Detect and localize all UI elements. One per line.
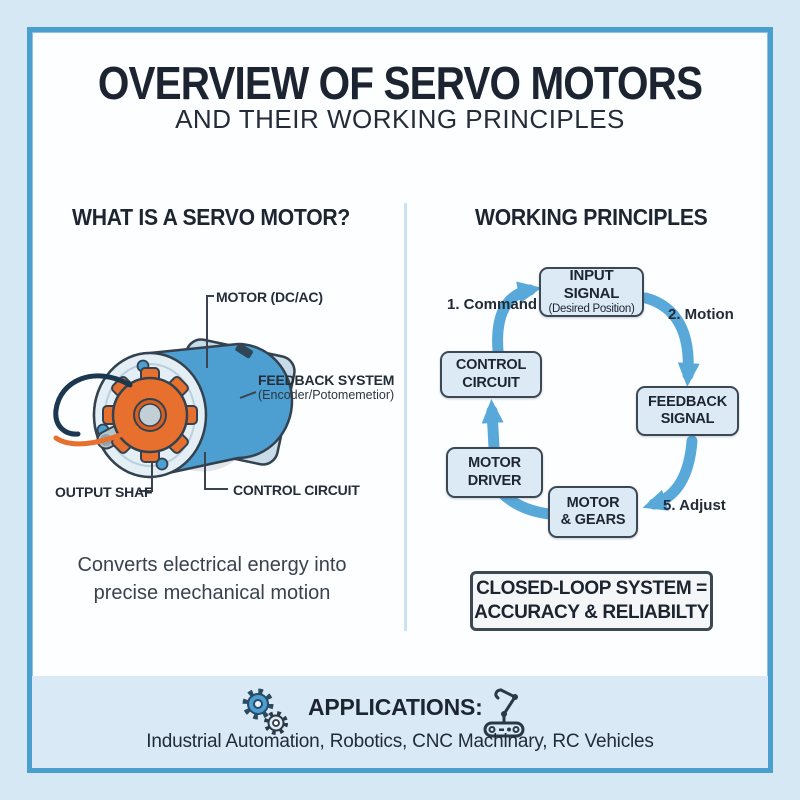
node-motor-driver: MOTOR DRIVER <box>446 447 543 498</box>
node-control-circuit: CONTROL CIRCUIT <box>440 351 542 398</box>
panel-divider <box>404 203 407 631</box>
node-motor-gears: MOTOR & GEARS <box>548 486 638 538</box>
wire-dark <box>53 373 133 437</box>
node-feedback-signal: FEEDBACK SIGNAL <box>636 386 739 436</box>
motor-gear <box>102 367 198 463</box>
node-input-signal: INPUT SIGNAL (Desired Position) <box>539 267 644 317</box>
left-panel-heading: WHAT IS A SERVO MOTOR? <box>72 204 351 230</box>
arrow-driver-to-control <box>481 399 504 453</box>
label-feedback-sub: (Encoder/Potomemetior) <box>258 388 395 402</box>
callout-lines <box>139 295 257 492</box>
wire-orange <box>53 425 139 447</box>
label-motor: MOTOR (DC/AC) <box>216 289 323 305</box>
page-subtitle: AND THEIR WORKING PRINCIPLES <box>175 104 625 134</box>
arrow-command <box>492 281 542 357</box>
step-adjust: 5. Adjust <box>663 497 726 514</box>
page-title: OVERVIEW OF SERVO MOTORS <box>97 57 703 109</box>
label-feedback-title: FEEDBACK SYSTEM <box>258 372 395 388</box>
footer-strip <box>32 676 768 768</box>
servo-motor-illustration <box>53 295 296 492</box>
gears-icon <box>242 688 288 735</box>
applications-items: Industrial Automation, Robotics, CNC Mac… <box>146 731 654 752</box>
label-output-shaft: OUTPUT SHAF <box>55 484 153 500</box>
step-motion: 2. Motion <box>668 306 734 323</box>
step-command: 1. Command <box>447 296 538 313</box>
arrow-adjust <box>642 435 698 511</box>
label-control-circuit: CONTROL CIRCUIT <box>233 482 360 498</box>
right-panel-heading: WORKING PRINCIPLES <box>475 204 708 230</box>
motor-vent <box>235 343 253 359</box>
robot-arm-icon <box>483 688 525 738</box>
closed-loop-summary: CLOSED-LOOP SYSTEM = ACCURACY & RELIABIL… <box>470 571 713 631</box>
applications-heading: APPLICATIONS: <box>308 694 483 720</box>
label-feedback: FEEDBACK SYSTEM (Encoder/Potomemetior) <box>258 372 394 402</box>
arrow-motion <box>640 292 700 387</box>
left-panel-caption: Converts electrical energy into precise … <box>77 554 347 604</box>
